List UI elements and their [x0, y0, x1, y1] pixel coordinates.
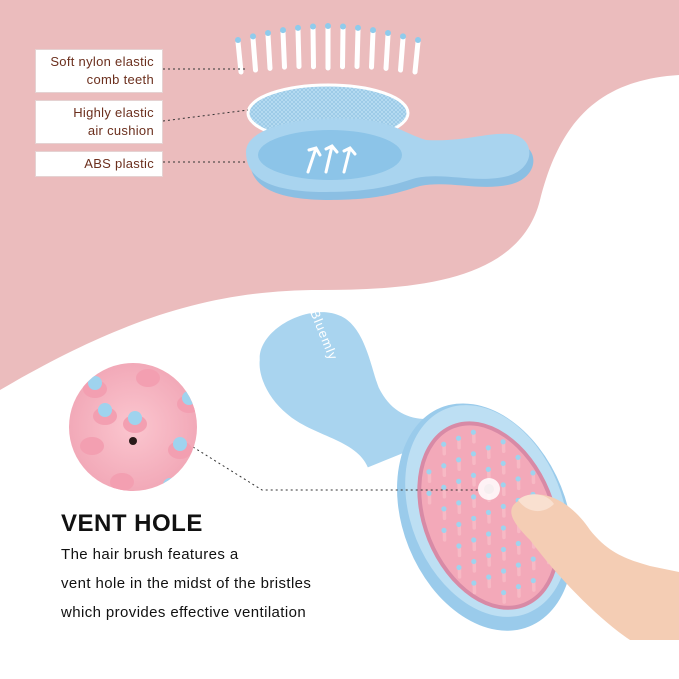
feature-line-1: The hair brush features a	[61, 546, 239, 563]
brush-bristle-tip	[471, 558, 477, 565]
brush-bristle-tip	[456, 478, 462, 484]
brush-bristle-tip	[456, 500, 462, 506]
brush-bristle-tip	[455, 435, 462, 441]
brush-bristle-tip	[530, 578, 536, 584]
brush-bristle-tip	[470, 472, 477, 478]
brush-bristle-tip	[500, 568, 507, 574]
brush-bristle-tip	[485, 445, 491, 451]
bristle-tip	[385, 30, 391, 36]
arrow-up-icon	[306, 144, 357, 174]
brush-bristle-tip	[426, 490, 432, 496]
zoom-bristle-tip	[128, 411, 142, 425]
brush-bristle-tip	[441, 463, 447, 469]
bristle-tip	[250, 33, 256, 40]
bristle-tip	[295, 24, 301, 31]
bristle-pin	[235, 39, 244, 75]
brush-bristle-tip	[456, 457, 462, 463]
brush-bristle-tip	[426, 469, 432, 475]
brush-bristle-tip	[500, 482, 506, 488]
zoom-bristle-tip	[182, 391, 196, 405]
vent-hole-zoom	[69, 363, 197, 491]
zoom-bristle-base	[80, 437, 104, 455]
bristle-pin	[280, 29, 287, 70]
brush-bristle-tip	[501, 590, 507, 596]
callout-plastic-line1: ABS plastic	[84, 156, 154, 171]
feature-line-2: vent hole in the midst of the bristles	[61, 575, 312, 592]
callout-teeth-line1: Soft nylon elastic	[50, 54, 154, 69]
bristle-tip	[235, 37, 241, 43]
brush-bristle-tip	[456, 543, 462, 549]
brush-bristle-tip	[456, 521, 462, 528]
callout-air-cushion: Highly elastic air cushion	[35, 100, 163, 144]
bristle-pin	[354, 27, 361, 70]
zoom-bristle-base	[110, 473, 134, 491]
brush-bristle-tip	[500, 460, 506, 466]
zoom-bristle-tip	[98, 403, 112, 417]
brush-bristle-tip	[456, 564, 462, 571]
brush-bristle-tip	[441, 441, 447, 447]
bristle-pin	[369, 29, 376, 70]
bristle-pin	[412, 39, 421, 75]
bristle-tip	[310, 23, 316, 30]
callout-abs-plastic: ABS plastic	[35, 151, 163, 177]
bristle-pin	[383, 32, 391, 71]
vent-hole-icon	[129, 437, 137, 445]
brush-bristle-tip	[470, 451, 477, 457]
zoom-bristle-tip	[88, 376, 102, 390]
brush-bristle-tip	[471, 580, 477, 586]
callout-teeth-line2: comb teeth	[86, 72, 154, 87]
bristle-pin	[310, 25, 316, 70]
brush-bristle-tip	[471, 537, 477, 543]
bristle-tip	[265, 30, 271, 36]
brush-bristle-tip	[485, 509, 492, 516]
bristle-tip	[340, 23, 346, 30]
brush-bristle-tip	[515, 454, 521, 460]
brush-bristle-tip	[515, 562, 521, 568]
brush-bristle-tip	[500, 439, 506, 445]
callout-cushion-line1: Highly elastic	[73, 105, 154, 120]
bristle-pin	[250, 35, 258, 73]
brush-bristle-tip	[441, 527, 447, 534]
zoom-bristle-base	[136, 369, 160, 387]
zoom-bristle-tip	[173, 437, 187, 451]
brush-bristle-tip	[485, 531, 492, 537]
brush-bristle-tip	[500, 525, 507, 531]
bristle-tip	[415, 37, 421, 43]
brush-bristle-tip	[486, 574, 492, 580]
bristle-pin	[398, 35, 406, 73]
brush-bristle-tip	[530, 470, 536, 476]
brush-bristle-tip	[470, 429, 476, 435]
brush-bristle-tip	[515, 540, 521, 547]
callout-comb-teeth: Soft nylon elastic comb teeth	[35, 49, 163, 93]
zoom-bristle-base	[158, 482, 182, 491]
brush-bristle-tip	[515, 584, 522, 590]
abs-plastic-base	[246, 118, 534, 200]
bristle-tip	[325, 23, 331, 29]
brush-bristle-tip	[471, 515, 477, 522]
brush-bristle-tip	[486, 552, 492, 559]
bristle-pin	[295, 27, 302, 70]
feature-title: VENT HOLE	[61, 510, 203, 537]
brush-bristle-tip	[530, 556, 536, 562]
brush-bristle-tip	[441, 484, 447, 490]
finger-icon	[511, 494, 679, 640]
bristle-tip	[280, 27, 286, 34]
callout-cushion-line2: air cushion	[87, 123, 154, 138]
bristle-tip	[355, 24, 361, 31]
brush-bristle-tip	[500, 546, 507, 553]
bristle-tip	[370, 27, 376, 34]
bristle-tip	[400, 33, 406, 40]
bristle-row	[235, 23, 421, 75]
bristle-pin	[265, 32, 273, 71]
zoom-bristle-tip	[163, 478, 177, 491]
bristle-pin	[340, 25, 346, 70]
brush-bristle-tip	[441, 506, 447, 512]
brush-bristle-tip	[470, 494, 477, 500]
brush-bristle-tip	[515, 476, 521, 482]
feature-line-3: which provides effective ventilation	[61, 604, 307, 621]
brush-bristle-tip	[485, 466, 491, 472]
brush-bristle-tip	[500, 503, 506, 510]
